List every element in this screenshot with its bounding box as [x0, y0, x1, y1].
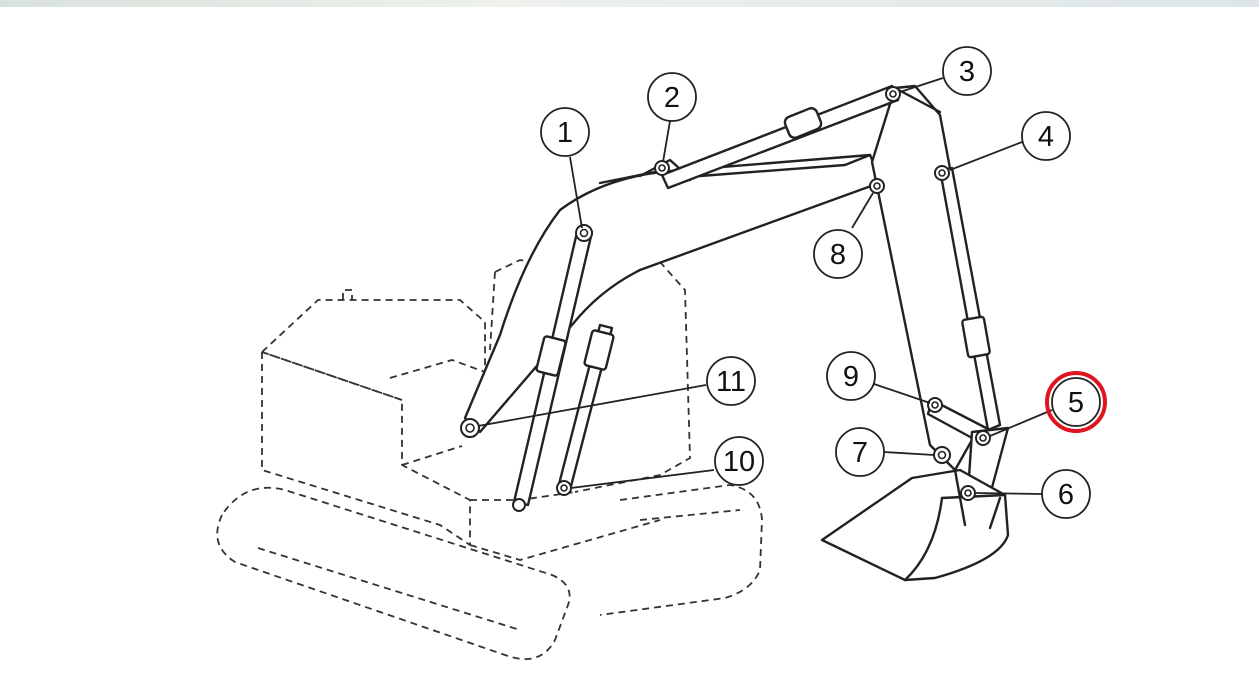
leader-2 [662, 120, 671, 163]
leader-1 [569, 156, 583, 229]
callout-7: 7 [835, 427, 885, 477]
pivot-pin-boom-cyl-base [512, 498, 526, 512]
callout-2-label: 2 [664, 82, 680, 114]
pivot-pin-9 [927, 397, 943, 413]
bucket [820, 468, 1010, 582]
callout-5: 5 [1045, 371, 1107, 433]
leader-lines [477, 77, 1053, 495]
pivot-pin-11 [460, 418, 480, 438]
leader-11 [477, 384, 707, 427]
callout-4-label: 4 [1038, 121, 1054, 153]
callout-4: 4 [1021, 111, 1071, 161]
pivot-pin-2 [654, 160, 670, 176]
callout-5-highlight-ring [1045, 371, 1107, 433]
leader-7 [883, 451, 935, 456]
pivot-pin-4 [934, 165, 950, 181]
pivot-pin-6 [960, 485, 976, 501]
callout-5-label: 5 [1068, 387, 1084, 419]
excavator-body-dashed [216, 259, 763, 660]
leader-3 [899, 77, 944, 93]
leader-9 [873, 383, 931, 404]
leader-6 [975, 492, 1043, 495]
callout-3: 3 [942, 46, 992, 96]
callout-8: 8 [813, 229, 863, 279]
leader-10 [570, 469, 715, 489]
pivot-pin-10 [556, 480, 572, 496]
callout-9-label: 9 [843, 361, 859, 393]
pivot-pin-5 [975, 430, 991, 446]
leader-4 [949, 141, 1023, 171]
callout-10: 10 [714, 436, 764, 486]
pivot-pin-1 [575, 224, 593, 242]
pivot-pin-7 [933, 446, 951, 464]
callouts: 1 2 3 4 5 6 7 8 [540, 46, 1107, 519]
callout-6-label: 6 [1058, 479, 1074, 511]
callout-10-label: 10 [723, 446, 755, 478]
leader-5 [989, 409, 1053, 437]
callout-9: 9 [826, 351, 876, 401]
bucket-cylinder-linkage [926, 166, 1010, 497]
callout-8-label: 8 [830, 239, 846, 271]
arm-cylinder [660, 84, 900, 190]
callout-1-label: 1 [557, 117, 573, 149]
callout-7-label: 7 [852, 437, 868, 469]
callout-1: 1 [540, 107, 590, 157]
callout-2: 2 [647, 72, 697, 122]
callout-11: 11 [706, 356, 756, 406]
callout-3-label: 3 [959, 56, 975, 88]
leader-8 [851, 192, 874, 229]
pivot-pin-8 [869, 178, 885, 194]
callout-11-label: 11 [716, 366, 746, 398]
top-edge-strip [0, 0, 1259, 7]
pivot-pins [460, 86, 991, 512]
callout-6: 6 [1041, 469, 1091, 519]
pivot-pin-3 [885, 86, 901, 102]
